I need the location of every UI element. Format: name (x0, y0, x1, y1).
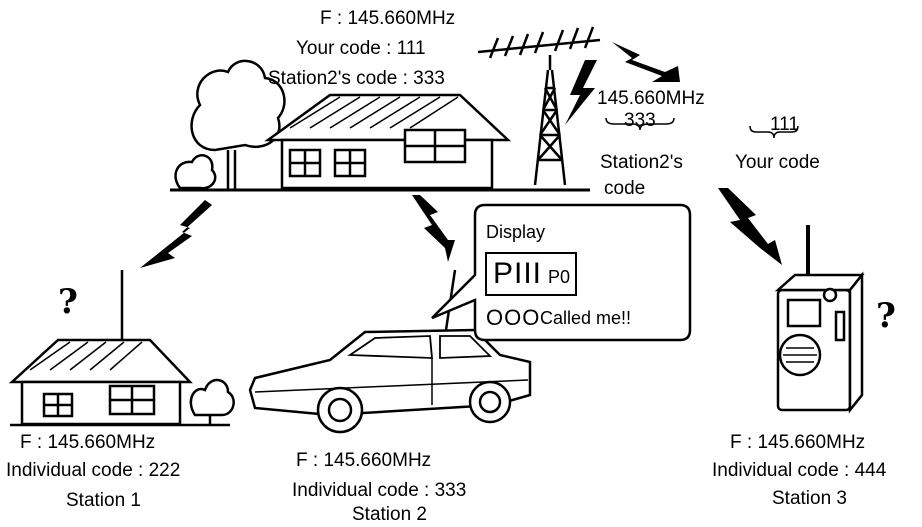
station3-code: Individual code : 444 (712, 458, 886, 483)
display-title: Display (486, 222, 545, 243)
station2-name: Station 2 (352, 502, 427, 527)
station2-frequency: F : 145.660MHz (296, 448, 431, 473)
station1-frequency: F : 145.660MHz (20, 430, 155, 455)
display-indicator: OOO (486, 305, 540, 331)
top-your-code-label: Your code : 111 (296, 36, 426, 61)
display-message: Called me!! (540, 308, 631, 329)
lcd-main-text: PIII (493, 257, 542, 291)
antenna-tower (478, 27, 600, 185)
top-station2-code-label: Station2's code : 333 (268, 66, 445, 91)
signal-bolt-to-station3 (718, 188, 782, 265)
station1-name: Station 1 (66, 488, 141, 513)
signal-bolt-top-right (612, 42, 680, 82)
signal-bolt-near-tower (565, 60, 597, 125)
top-frequency-label: F : 145.660MHz (320, 6, 455, 31)
question-mark-station1: ? (58, 282, 78, 322)
station2-code: Individual code : 333 (292, 478, 466, 503)
lcd-sub-text: P0 (548, 267, 570, 288)
lcd-display: PIII P0 (485, 252, 577, 296)
handheld-radio-station3 (778, 225, 862, 410)
signal-code-label-1-line2: code (604, 176, 645, 201)
question-mark-station3: ? (876, 296, 896, 336)
signal-code-label-1-line1: Station2's (600, 150, 683, 175)
station1-code: Individual code : 222 (6, 458, 180, 483)
house-illustration-top (268, 95, 508, 188)
signal-code-value-1: 333 (624, 108, 656, 133)
signal-code-label-2: Your code (735, 150, 820, 175)
station3-name: Station 3 (772, 486, 847, 511)
station3-frequency: F : 145.660MHz (730, 430, 865, 455)
house-illustration-station1 (10, 270, 234, 425)
signal-code-value-2: 111 (770, 112, 799, 137)
signal-bolt-to-station1 (140, 200, 212, 268)
signal-bolt-to-station2 (412, 195, 455, 262)
